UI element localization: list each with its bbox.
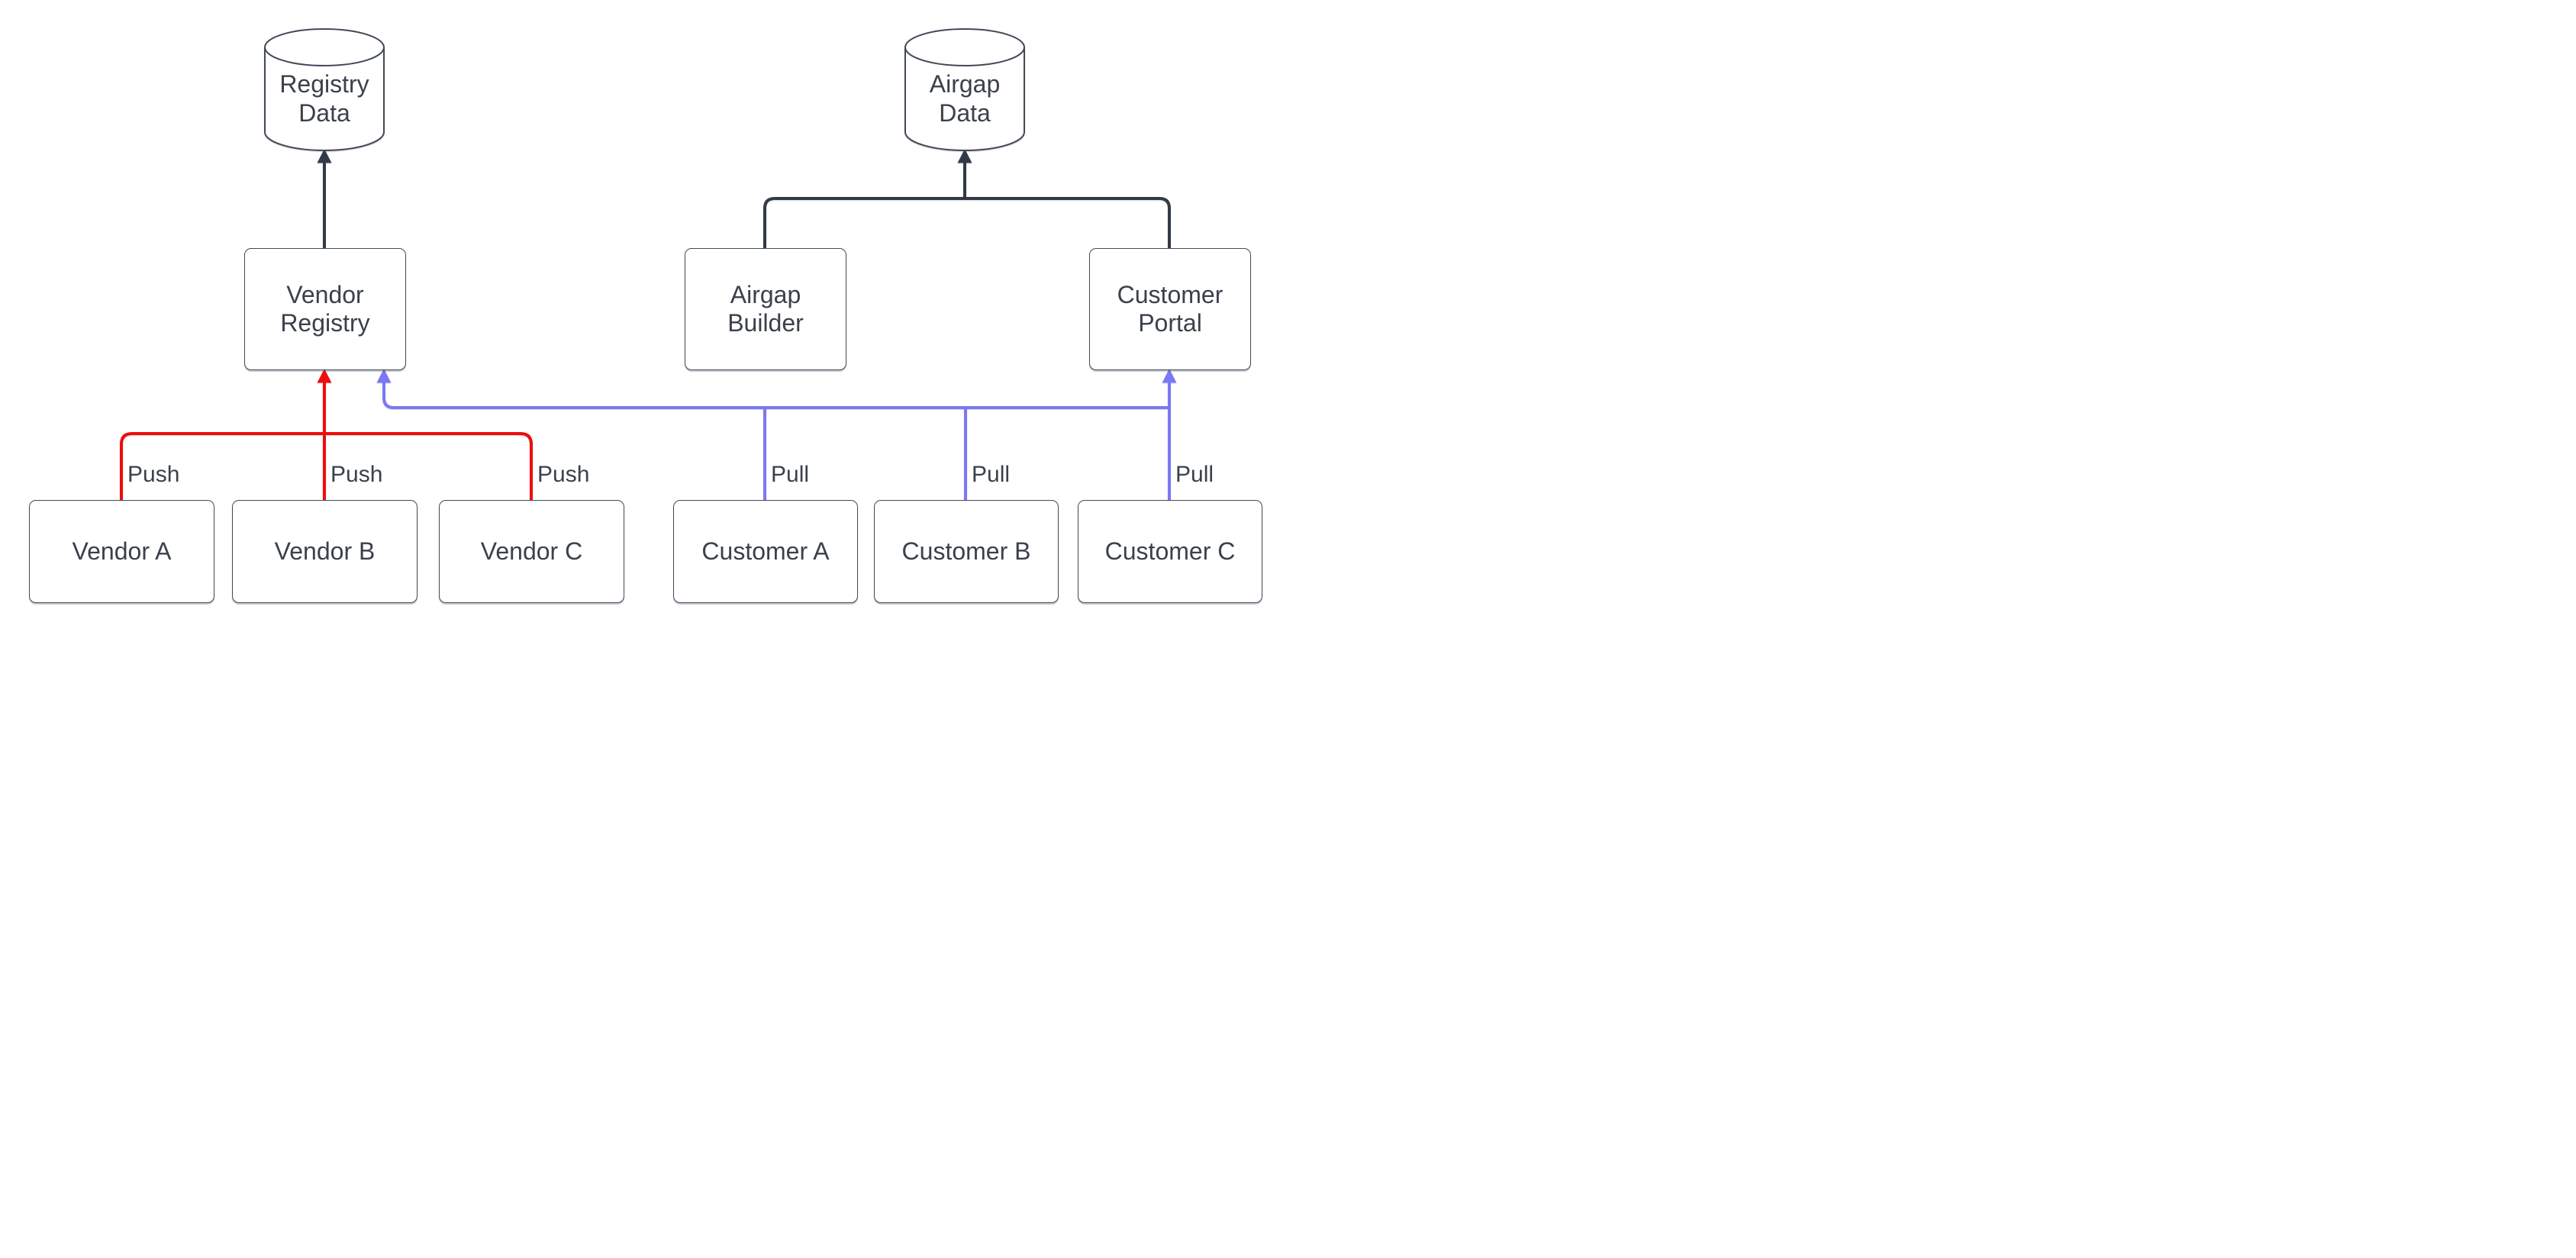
node-label-customer-a: Customer A	[701, 537, 830, 565]
arrowhead-pull-customer-portal	[1162, 369, 1177, 383]
connector-layer	[120, 149, 1177, 500]
node-registry-data: Registry Data	[263, 27, 385, 153]
edge-label-push-vendor-b: Push	[330, 462, 383, 487]
node-customer-a: Customer A	[673, 500, 858, 603]
node-vendor-registry: Vendor Registry	[244, 248, 406, 370]
node-label-airgap-data: Airgap Data	[929, 70, 1001, 127]
node-airgap-data: Airgap Data	[904, 27, 1026, 153]
arrowhead-push-vendor-registry	[317, 369, 332, 383]
node-label-vendor-c: Vendor C	[480, 537, 583, 565]
arrowhead-pull-vendor-registry	[376, 369, 392, 383]
node-label-customer-c: Customer C	[1104, 537, 1236, 565]
edge-label-push-vendor-c: Push	[537, 462, 590, 487]
node-airgap-builder: Airgap Builder	[685, 248, 846, 370]
node-customer-b: Customer B	[874, 500, 1059, 603]
edge-push-bus	[120, 432, 533, 500]
node-label-vendor-a: Vendor A	[72, 537, 172, 565]
edge-builder-portal-trunk	[763, 197, 1171, 248]
node-label-vendor-registry: Vendor Registry	[280, 280, 370, 337]
node-customer-portal: Customer Portal	[1089, 248, 1251, 370]
edge-label-pull-customer-a: Pull	[771, 462, 810, 487]
node-label-customer-b: Customer B	[901, 537, 1031, 565]
node-label-customer-portal: Customer Portal	[1117, 280, 1224, 337]
edge-label-pull-customer-b: Pull	[972, 462, 1011, 487]
edge-label-pull-customer-c: Pull	[1175, 462, 1214, 487]
cylinder-shape	[264, 28, 385, 151]
node-vendor-b: Vendor B	[232, 500, 418, 603]
node-label-vendor-b: Vendor B	[274, 537, 376, 565]
diagram-canvas: Registry Data Airgap Data Vendor Registr…	[0, 0, 1288, 629]
edge-label-push-vendor-a: Push	[127, 462, 180, 487]
node-label-airgap-builder: Airgap Builder	[727, 280, 804, 337]
arrowhead-registry-data	[317, 149, 332, 163]
node-label-registry-data: Registry Data	[279, 70, 369, 127]
edge-pull-bus-to-vendor-registry	[382, 382, 1169, 409]
node-vendor-a: Vendor A	[29, 500, 214, 603]
arrowhead-airgap-data	[957, 149, 972, 163]
node-customer-c: Customer C	[1078, 500, 1262, 603]
cylinder-shape	[904, 28, 1025, 151]
node-vendor-c: Vendor C	[439, 500, 624, 603]
